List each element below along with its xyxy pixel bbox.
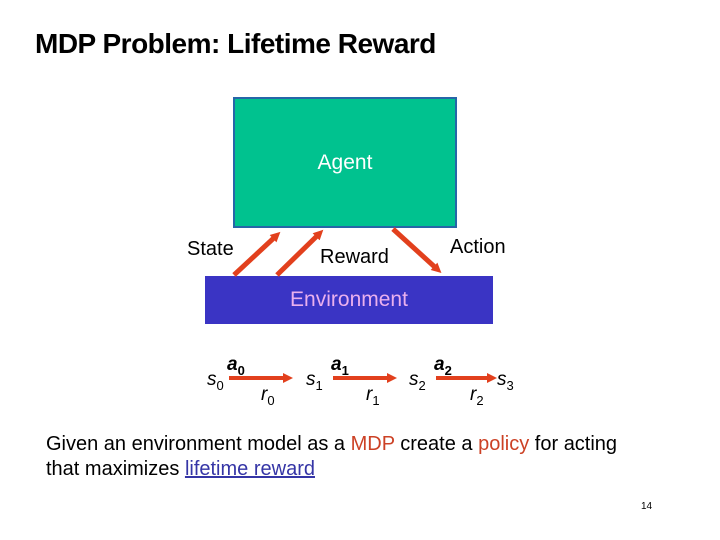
page-title: MDP Problem: Lifetime Reward xyxy=(35,28,436,59)
state-subscript: 3 xyxy=(506,377,514,393)
body-segment: Given an environment model as a xyxy=(46,433,351,455)
agent-box: Agent xyxy=(233,97,457,228)
sequence-state-s1: s1 xyxy=(306,369,323,392)
action-label: Action xyxy=(450,236,506,258)
sequence-state-s2: s2 xyxy=(409,369,426,392)
action-subscript: 1 xyxy=(341,362,349,378)
body-paragraph: Given an environment model as a MDP crea… xyxy=(46,432,686,482)
body-segment: create a xyxy=(394,433,479,455)
sequence-action-a0: a0 xyxy=(227,354,245,377)
body-segment-mdp: MDP xyxy=(350,433,395,455)
reward-symbol: r xyxy=(470,384,477,405)
body-line-1: Given an environment model as a MDP crea… xyxy=(46,432,686,457)
sequence-reward-r1: r1 xyxy=(366,384,380,407)
reward-label: Reward xyxy=(320,246,389,268)
action-symbol: a xyxy=(227,354,238,375)
state-arrow xyxy=(232,231,281,277)
state-symbol: s xyxy=(409,369,419,390)
reward-subscript: 2 xyxy=(476,392,484,408)
state-label: State xyxy=(187,238,234,260)
state-subscript: 1 xyxy=(315,377,323,393)
action-arrow xyxy=(391,227,442,274)
sequence-reward-r2: r2 xyxy=(470,384,484,407)
state-subscript: 0 xyxy=(216,377,224,393)
environment-box: Environment xyxy=(205,276,493,324)
body-segment-policy: policy xyxy=(478,433,530,455)
body-segment: for acting xyxy=(529,433,618,455)
reward-symbol: r xyxy=(261,384,268,405)
sequence-state-s3: s3 xyxy=(497,369,514,392)
sequence-reward-r0: r0 xyxy=(261,384,275,407)
body-segment: that maximizes xyxy=(46,458,185,480)
action-symbol: a xyxy=(434,354,445,375)
agent-label: Agent xyxy=(317,150,373,174)
environment-label: Environment xyxy=(290,288,408,311)
state-symbol: s xyxy=(497,369,507,390)
action-subscript: 0 xyxy=(237,362,245,378)
body-line-2: that maximizes lifetime reward xyxy=(46,457,686,482)
reward-subscript: 1 xyxy=(372,392,380,408)
state-symbol: s xyxy=(306,369,316,390)
action-subscript: 2 xyxy=(444,362,452,378)
page-number: 14 xyxy=(641,501,653,512)
sequence-action-a1: a1 xyxy=(331,354,349,377)
sequence-state-s0: s0 xyxy=(207,369,224,392)
sequence-action-a2: a2 xyxy=(434,354,452,377)
action-symbol: a xyxy=(331,354,342,375)
lifetime-reward-link: lifetime reward xyxy=(184,458,315,480)
reward-arrow xyxy=(275,229,324,277)
reward-subscript: 0 xyxy=(267,392,275,408)
state-symbol: s xyxy=(207,369,217,390)
state-subscript: 2 xyxy=(418,377,426,393)
reward-symbol: r xyxy=(366,384,373,405)
